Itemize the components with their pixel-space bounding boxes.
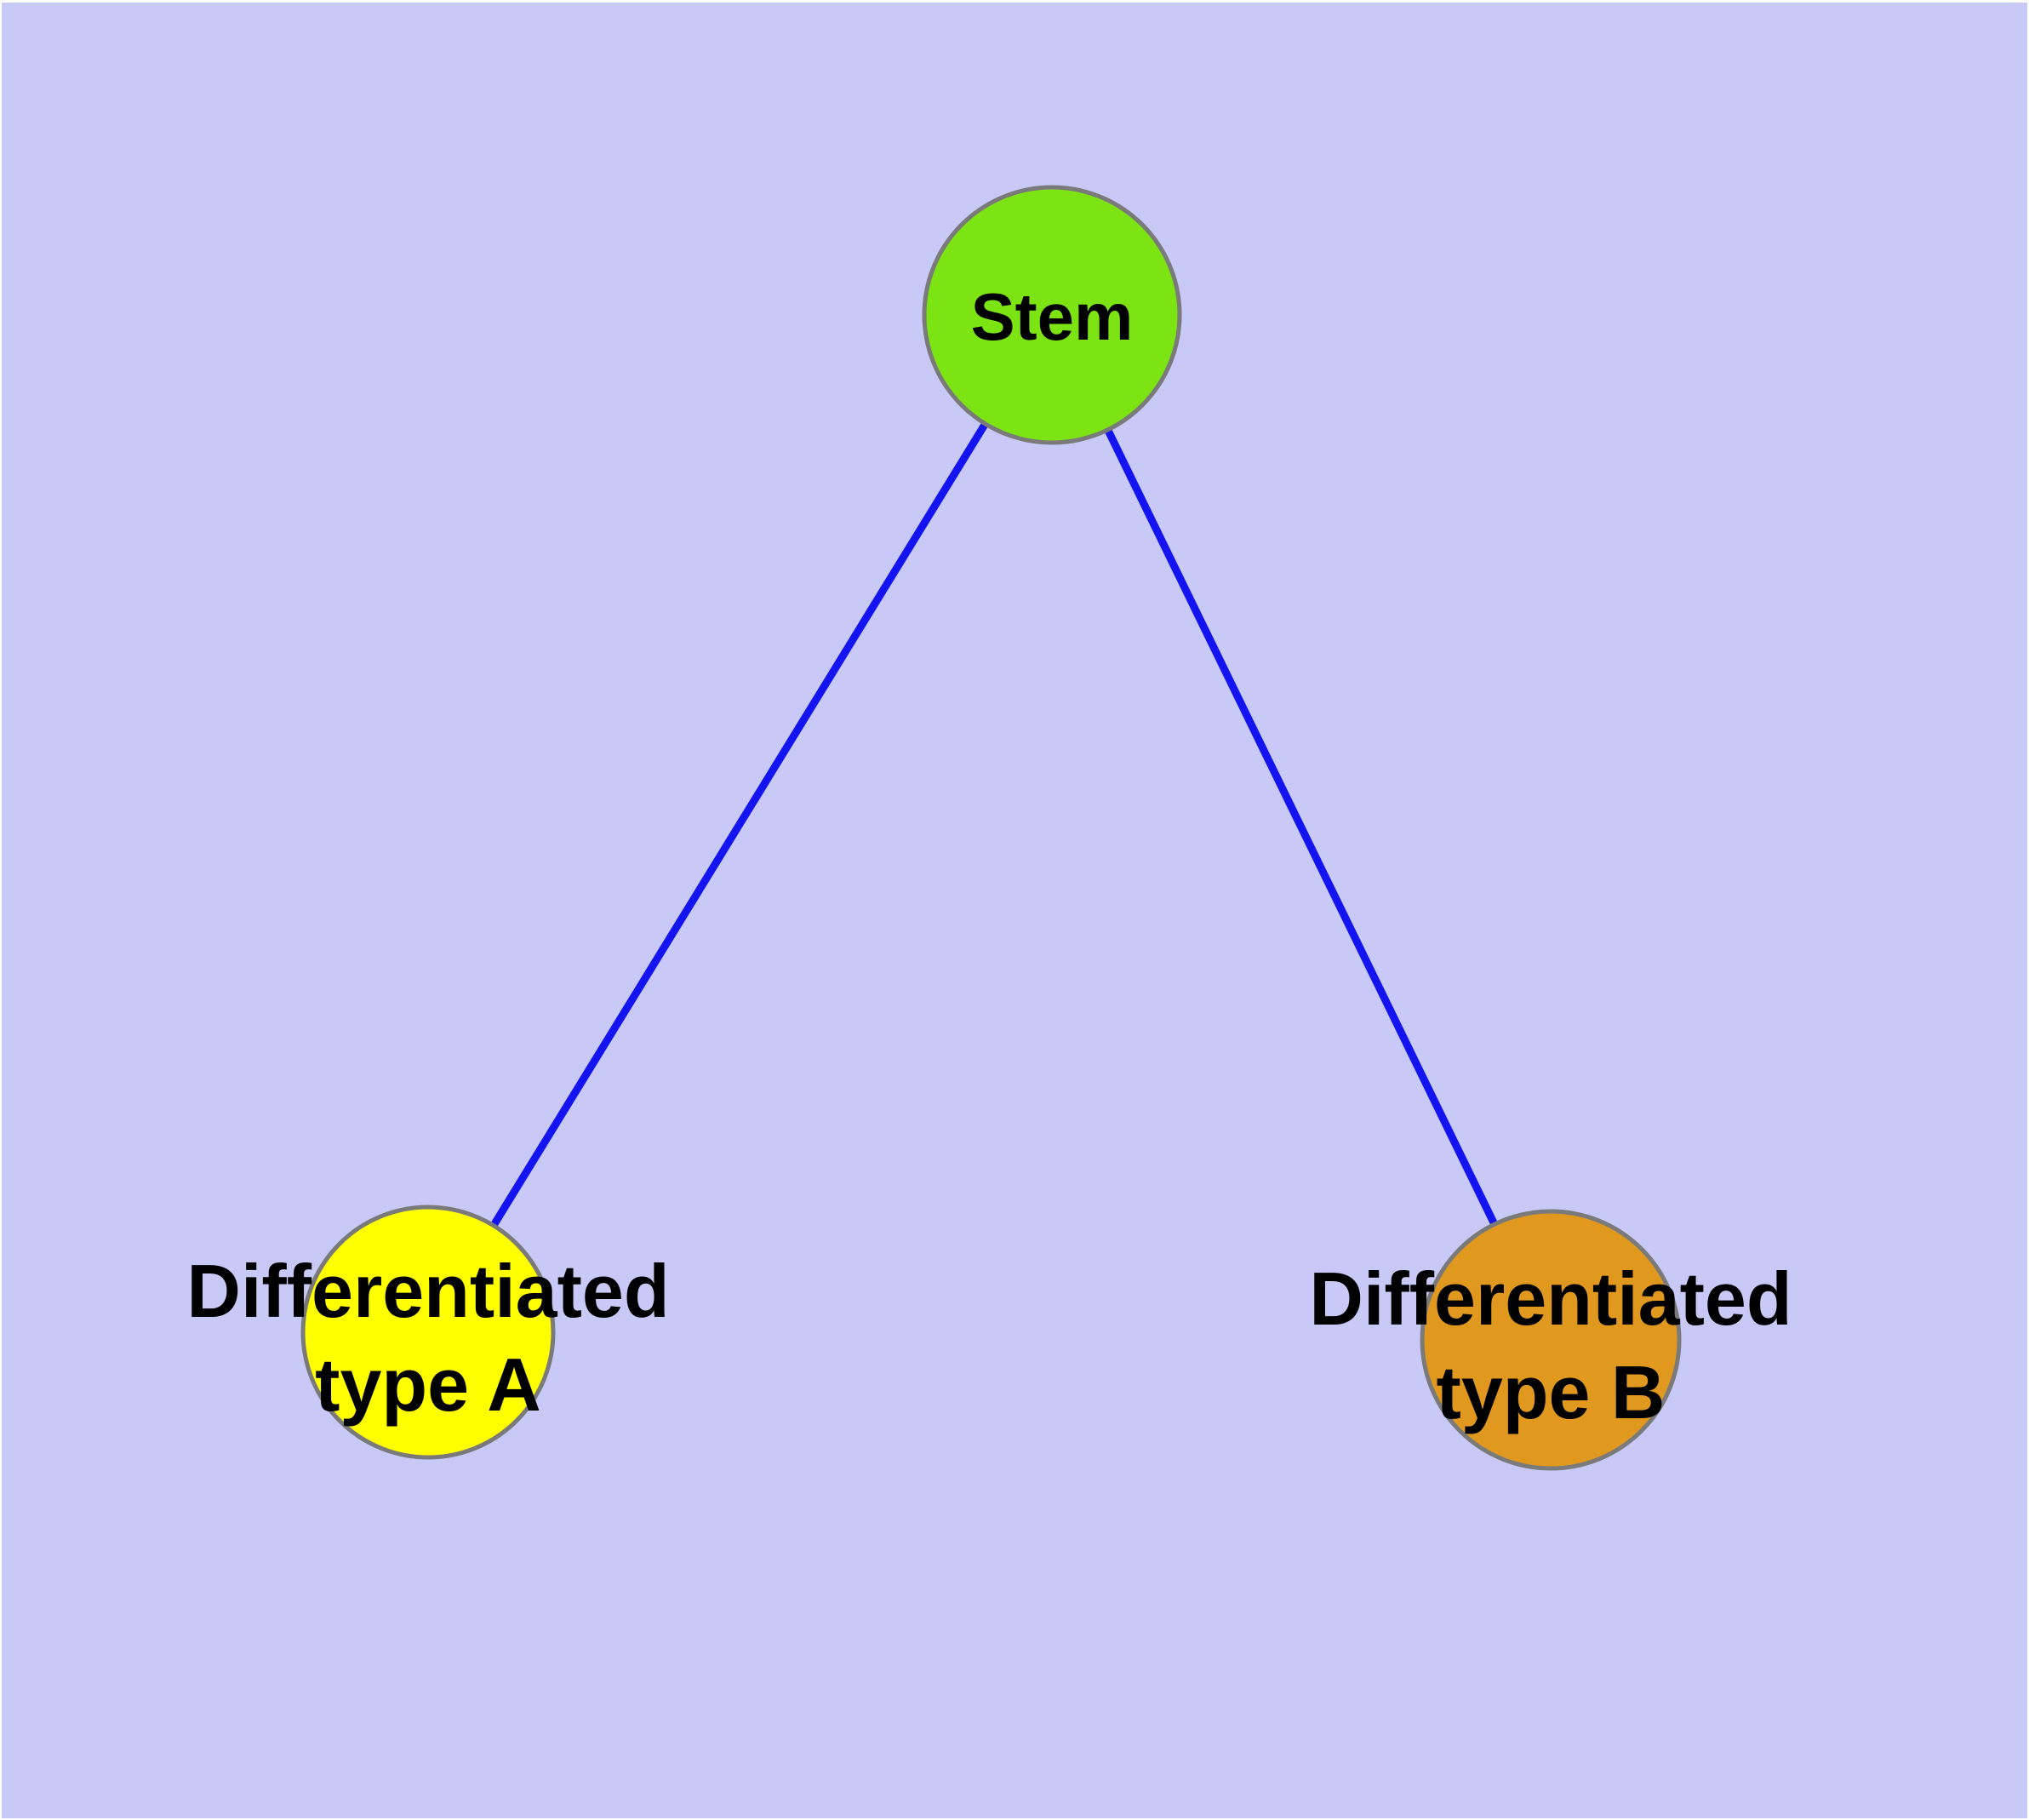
label-layer: Stem Differentiated type A Differentiate… (186, 279, 1792, 1434)
node-type-b-label-line2: type B (1437, 1350, 1666, 1434)
node-type-a-label-line2: type A (315, 1342, 541, 1427)
node-differentiated-type-b (1420, 1209, 1682, 1471)
edge-stem-to-type-a (425, 312, 1055, 1335)
node-type-b-label-line1: Differentiated (1309, 1256, 1792, 1341)
node-layer (300, 185, 1682, 1471)
edge-stem-to-type-b (1048, 313, 1555, 1342)
node-type-a-label-line1: Differentiated (186, 1249, 669, 1333)
node-stem (922, 185, 1182, 445)
node-stem-label: Stem (971, 279, 1134, 354)
node-differentiated-type-a (300, 1205, 556, 1460)
edge-layer (425, 312, 1555, 1342)
